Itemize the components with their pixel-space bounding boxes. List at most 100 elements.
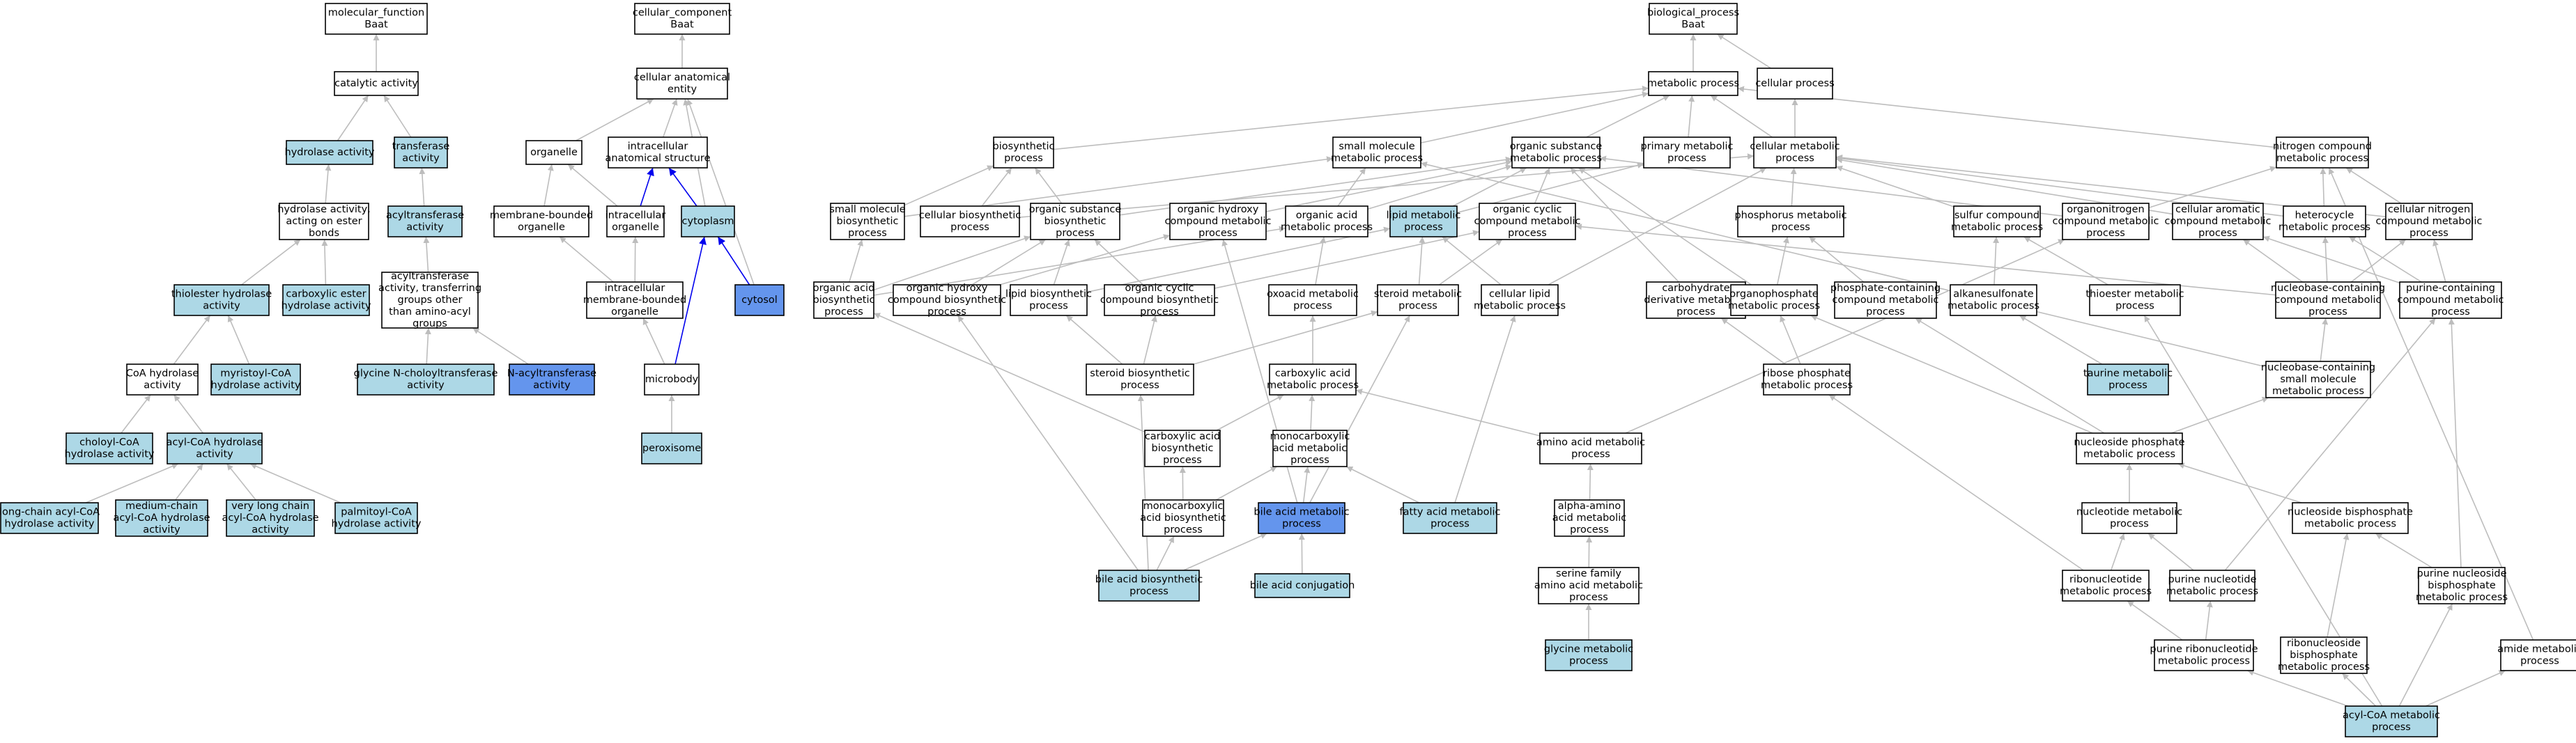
edge-cbp-to-biosyn: [981, 167, 1012, 207]
edge-babp-to-mcabp: [1156, 535, 1175, 571]
node-label-line: membrane-bounded: [583, 295, 686, 306]
node-label-line: metabolic process: [1510, 153, 1602, 164]
node-label-line: purine nucleoside: [2417, 568, 2507, 579]
node-label-line: process: [1140, 306, 1179, 318]
node-label-line: hydrolase activity: [65, 449, 155, 460]
node-box: [608, 136, 708, 169]
node-label-line: intracellular: [628, 141, 688, 152]
node-label-line: cellular anatomical: [634, 72, 730, 84]
node-box: [2280, 636, 2368, 674]
node-label-line: anatomical structure: [606, 153, 711, 164]
node-box: [173, 284, 270, 316]
edge-biosyn-to-metab: [1053, 86, 1649, 150]
node-label-line: process: [2108, 380, 2147, 391]
node-box: [1737, 205, 1844, 237]
node-label-line: phosphorus metabolic: [1734, 210, 1846, 221]
node-label-line: process: [1569, 656, 1608, 667]
node-label-line: cellular process: [1755, 78, 1834, 89]
edge-acyltr-to-transf: [419, 167, 426, 207]
node-label-line: transferase: [392, 141, 450, 152]
node-box: [1753, 136, 1837, 169]
node-box: [1258, 502, 1345, 534]
node-box: [210, 363, 301, 396]
node-label-line: process: [1164, 524, 1203, 535]
node-label-line: acid biosynthetic: [1140, 513, 1226, 524]
node-box: [2345, 705, 2438, 737]
edge-oabp-to-smbp: [849, 239, 863, 283]
node-box: [1403, 502, 1497, 534]
node-label-line: metabolic process: [1951, 222, 2043, 233]
edge-famp-to-mcamp: [1345, 466, 1420, 503]
node-label-line: groups: [412, 318, 447, 329]
node-label-line: Baat: [1681, 19, 1705, 31]
node-box: [1268, 284, 1357, 316]
node-box: [1272, 430, 1348, 467]
node-cat: catalytic activity: [334, 71, 419, 96]
node-box: [1285, 205, 1368, 237]
node-label-line: organelle: [611, 306, 658, 318]
edge-lbp-to-osbp: [1053, 239, 1070, 286]
node-label-line: activity: [144, 380, 181, 391]
node-label-line: peroxisome: [642, 443, 701, 454]
node-label-line: long-chain acyl-CoA: [0, 507, 100, 518]
node-label-line: glycine metabolic: [1544, 644, 1633, 655]
node-box: [2062, 203, 2150, 240]
edge-occbp-to-osbp: [1094, 239, 1143, 286]
node-label-line: organic hydroxy: [1178, 204, 1259, 215]
node-label-line: small molecule: [1339, 141, 1414, 152]
node-label-line: monocarboxylic: [1143, 501, 1224, 512]
node-label-line: thiolester hydrolase: [171, 289, 272, 300]
edge-cytosol-to-cyto: [717, 236, 750, 286]
node-label-line: ribonucleoside: [2287, 638, 2361, 649]
node-label-line: organic acid: [1296, 210, 1358, 221]
edge-io-to-organelle: [567, 164, 618, 207]
node-label-line: amide metabolic: [2497, 644, 2576, 655]
edge-caabp-to-oabp: [873, 313, 1146, 433]
node-box: [1030, 203, 1120, 240]
node-label-line: activity: [402, 153, 440, 164]
node-box: [1950, 284, 2037, 316]
node-label-line: nucleobase-containing: [2271, 283, 2385, 294]
node-box: [2081, 502, 2177, 534]
node-label-line: glycine N-choloyltransferase: [354, 368, 498, 380]
edge-cncmp-to-ncmp: [2345, 167, 2402, 204]
node-label-line: process: [1570, 524, 1609, 535]
node-box: [586, 281, 684, 319]
node-box: [525, 140, 583, 165]
node-box: [2276, 136, 2369, 169]
node-box: [2265, 361, 2371, 398]
node-label-line: very long chain: [231, 501, 309, 512]
node-label-line: medium-chain: [125, 501, 198, 512]
edge-nbccmp-to-occmp: [1575, 224, 2276, 296]
node-label-line: metabolic process: [1761, 380, 1853, 391]
edge-ohcmp-to-osmp: [1265, 159, 1513, 212]
node-label-line: acyl-CoA metabolic: [2343, 710, 2440, 721]
node-label-line: process: [1404, 222, 1443, 233]
node-cellp: cellular process: [1755, 68, 1835, 100]
edge-myrist-to-thioe: [227, 315, 250, 365]
node-box: [279, 203, 369, 240]
node-cytosol: cytosol: [734, 284, 785, 316]
edge-osmp-to-metab: [1586, 95, 1670, 138]
node-label-line: process: [1508, 228, 1547, 239]
node-label-line: small molecule: [2280, 374, 2356, 385]
node-label-line: choloyl-CoA: [79, 437, 139, 448]
node-label-line: process: [1056, 228, 1095, 239]
